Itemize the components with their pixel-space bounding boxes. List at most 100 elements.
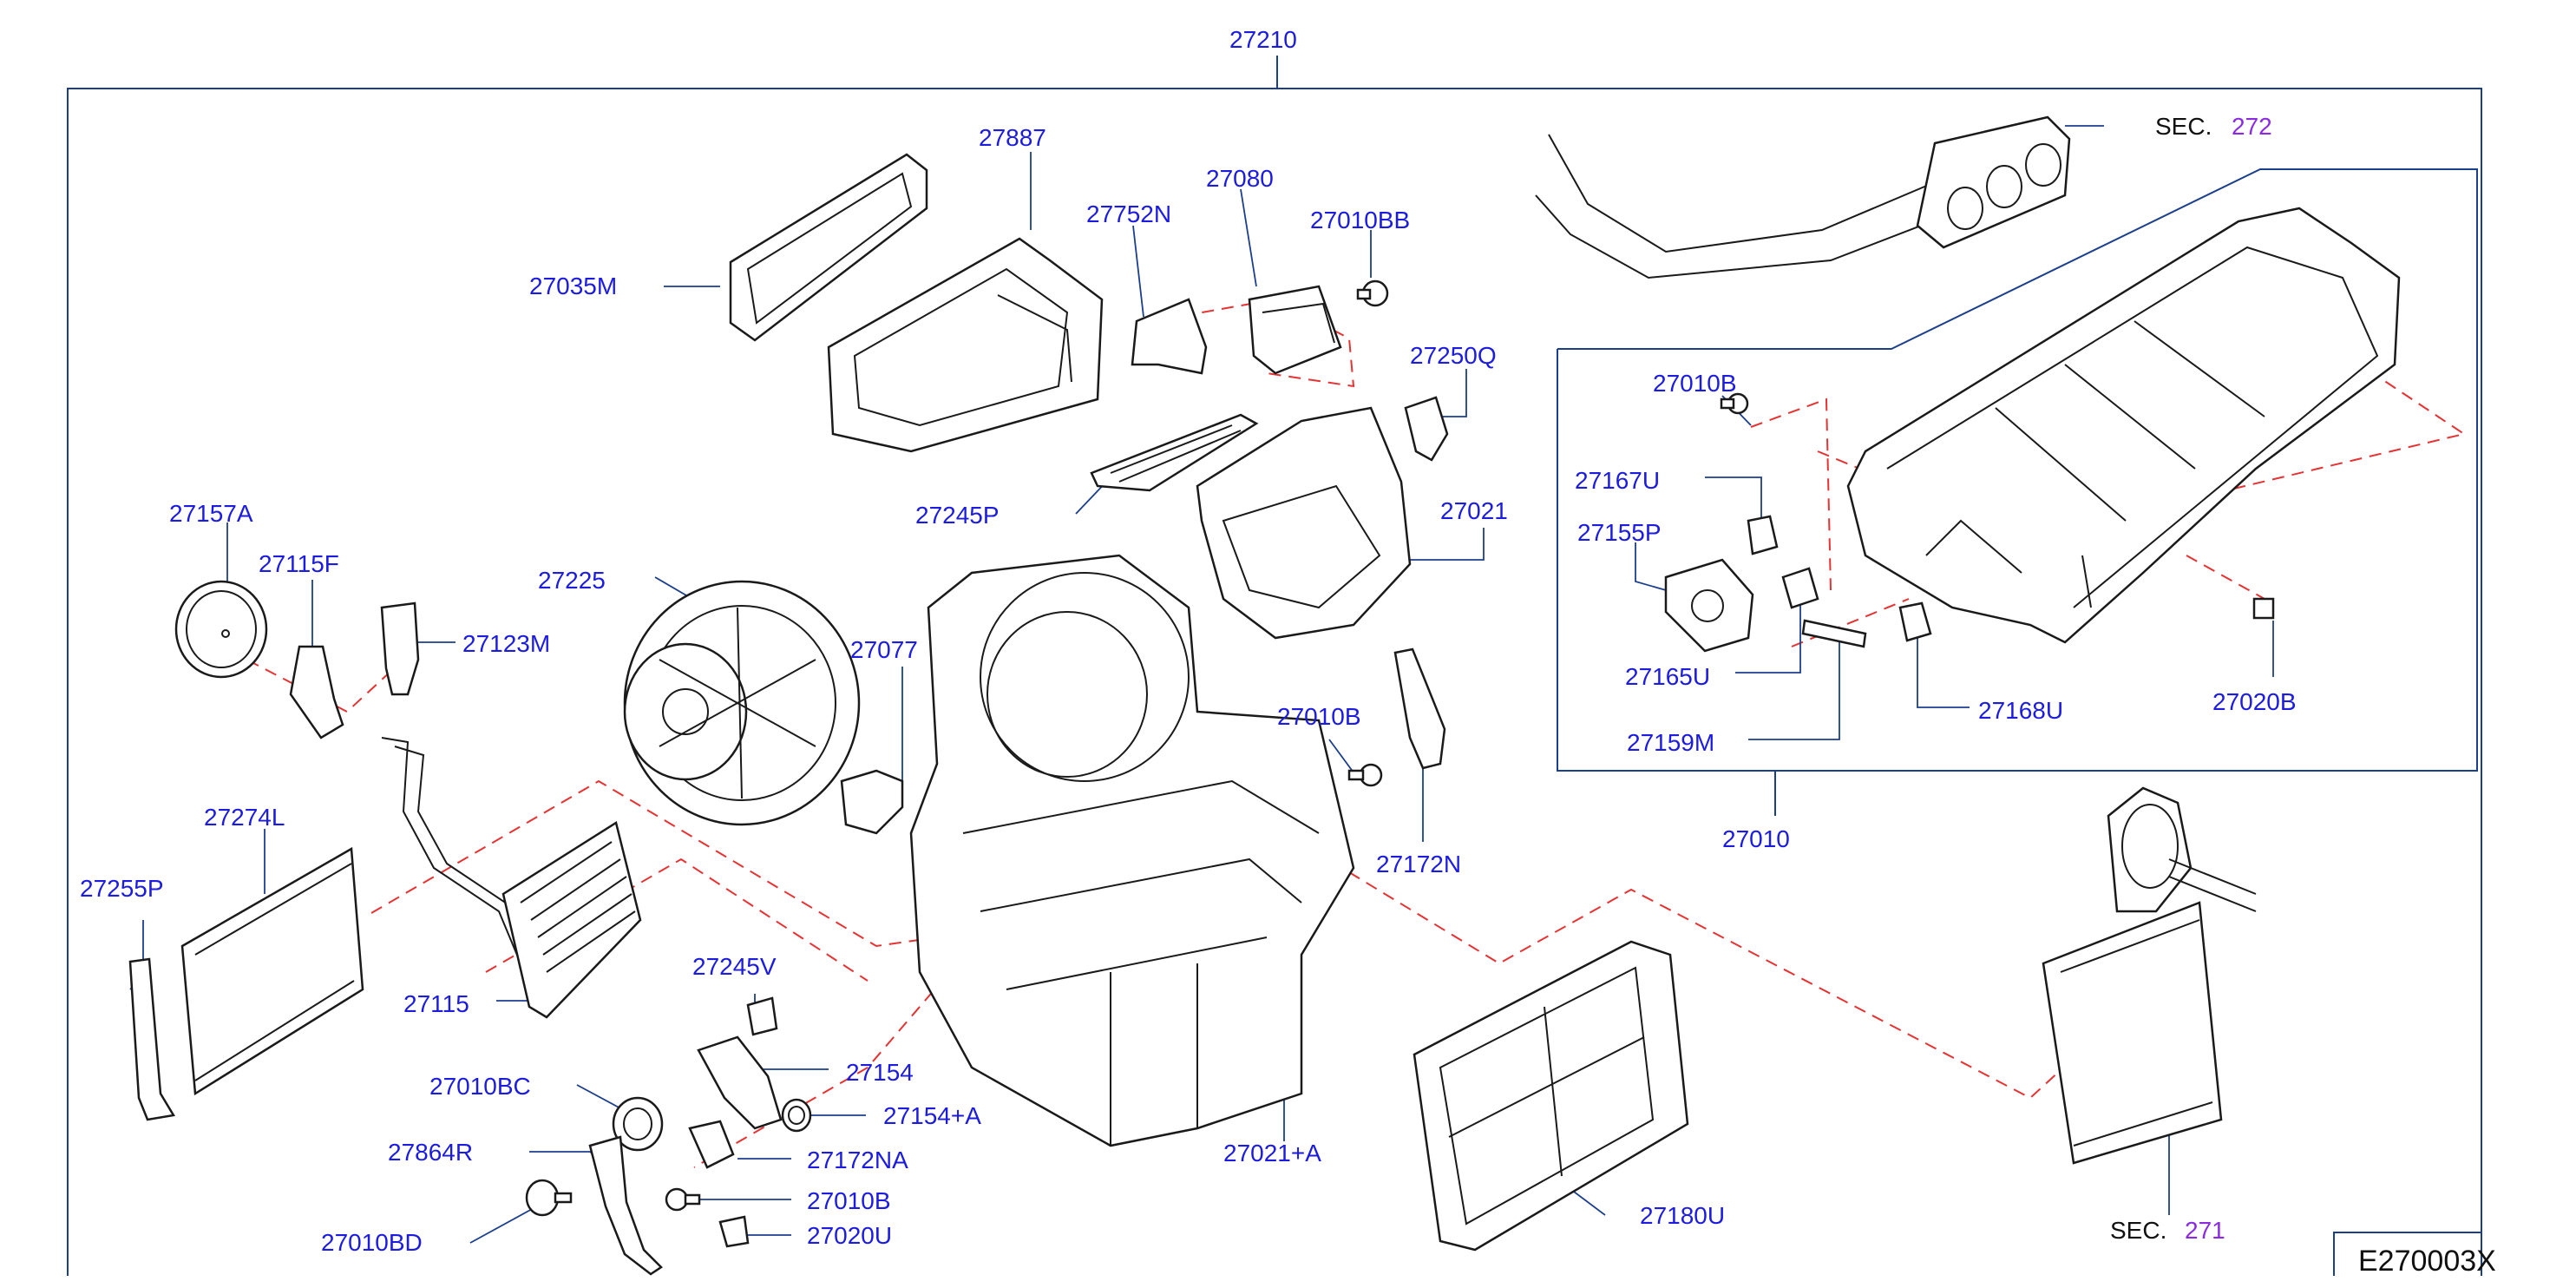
clip-27168u	[1898, 601, 1932, 642]
dash-line	[2186, 555, 2265, 600]
label-27165u[interactable]: 27165U	[1625, 663, 1711, 690]
label-27250q[interactable]: 27250Q	[1410, 342, 1497, 369]
label-27887[interactable]: 27887	[979, 124, 1046, 151]
blower-motor-27225	[623, 580, 861, 826]
bracket-27864r	[588, 1135, 663, 1276]
bracket-27752n	[1131, 298, 1208, 375]
sec-271-number[interactable]: 271	[2185, 1217, 2225, 1244]
clip-27020b	[2252, 597, 2275, 620]
dash-line	[2116, 372, 2467, 517]
link-27154	[697, 1035, 783, 1130]
label-27255p[interactable]: 27255P	[80, 875, 164, 902]
leader-line	[1735, 599, 1801, 674]
label-27010b-a[interactable]: 27010B	[1277, 703, 1361, 730]
label-27180u[interactable]: 27180U	[1640, 1202, 1726, 1229]
label-27168u[interactable]: 27168U	[1978, 697, 2064, 724]
label-27245v[interactable]: 27245V	[692, 953, 777, 980]
clip-27167u	[1747, 515, 1779, 555]
dash-line	[1750, 398, 1832, 591]
label-27155p[interactable]: 27155P	[1577, 519, 1662, 546]
heater-case-27021a	[909, 554, 1355, 1147]
label-27154a[interactable]: 27154+A	[883, 1102, 981, 1129]
label-27080[interactable]: 27080	[1206, 165, 1274, 192]
label-27172n[interactable]: 27172N	[1376, 851, 1462, 877]
leader-line	[1388, 528, 1485, 561]
lever-27172na	[688, 1120, 735, 1169]
leader-line	[529, 1151, 600, 1160]
label-27035m[interactable]: 27035M	[529, 273, 618, 299]
label-27159m[interactable]: 27159M	[1627, 729, 1715, 756]
clip-27245v	[746, 996, 778, 1036]
leader-line	[1917, 638, 1970, 708]
actuator-27080	[1248, 285, 1342, 375]
subassembly-label-27010[interactable]: 27010	[1722, 825, 1790, 852]
leader-line	[1240, 188, 1257, 287]
leader-line	[1748, 638, 1840, 740]
screw-27010bd	[525, 1179, 573, 1217]
label-27167u[interactable]: 27167U	[1575, 467, 1661, 494]
sec-272-prefix: SEC.	[2155, 113, 2212, 140]
label-27010b-c[interactable]: 27010B	[1653, 370, 1737, 397]
label-27010b-b[interactable]: 27010B	[807, 1187, 891, 1214]
label-27274l[interactable]: 27274L	[204, 804, 285, 831]
leader-line	[1570, 1188, 1606, 1216]
clip-27020u	[718, 1215, 750, 1248]
motor-27010bc	[612, 1096, 664, 1152]
gasket-27035m	[729, 153, 928, 342]
label-27010bc[interactable]: 27010BC	[429, 1073, 531, 1100]
gear-27154a	[781, 1098, 812, 1133]
screw-27010b-c	[1720, 392, 1749, 415]
label-27115f[interactable]: 27115F	[259, 550, 339, 577]
label-27021a[interactable]: 27021+A	[1223, 1140, 1321, 1166]
label-27864r[interactable]: 27864R	[388, 1139, 474, 1166]
dash-line	[1791, 598, 1910, 647]
label-27115[interactable]: 27115	[403, 990, 469, 1017]
screw-27010b-a	[1347, 763, 1383, 787]
label-27077[interactable]: 27077	[850, 636, 918, 663]
strip-27255p	[128, 957, 176, 1121]
control-panel-assembly	[1535, 115, 2071, 279]
rod-27159m	[1801, 619, 1867, 648]
cabin-filter-27274l	[180, 846, 364, 1096]
label-27154[interactable]: 27154	[846, 1059, 914, 1086]
label-27123m[interactable]: 27123M	[462, 630, 551, 657]
label-27752n[interactable]: 27752N	[1086, 200, 1172, 227]
leader-line	[1705, 476, 1762, 521]
assembly-frames	[67, 56, 2482, 1276]
diagram-code: E270003X	[2358, 1245, 2496, 1278]
label-27010bd[interactable]: 27010BD	[321, 1229, 423, 1256]
lever-27250q	[1404, 396, 1449, 462]
arm-27172n	[1393, 647, 1446, 770]
leader-line	[1635, 542, 1667, 591]
main-frame	[67, 88, 2482, 1276]
top-assembly-label: 27210	[1229, 26, 1297, 53]
label-27010bb[interactable]: 27010BB	[1310, 207, 1411, 233]
sec-272-number[interactable]: 272	[2232, 113, 2272, 140]
dash-line	[229, 650, 404, 713]
leader-line	[469, 1207, 534, 1244]
module-27077	[840, 769, 904, 835]
hvac-housing-27010	[1846, 207, 2401, 644]
subassembly-frame	[1557, 168, 2478, 772]
label-27225[interactable]: 27225	[538, 567, 606, 594]
label-27021[interactable]: 27021	[1440, 497, 1508, 524]
sec-271-prefix: SEC.	[2110, 1217, 2167, 1244]
label-27172na[interactable]: 27172NA	[807, 1147, 908, 1173]
sensor-27123m	[380, 601, 420, 696]
dash-line	[693, 976, 947, 1168]
label-27245p[interactable]: 27245P	[915, 502, 1000, 529]
blower-case-27021	[1196, 406, 1412, 640]
foam-disc-27157a	[174, 580, 268, 679]
label-27020u[interactable]: 27020U	[807, 1222, 893, 1249]
code-box-frame	[2333, 1232, 2481, 1276]
dash-line	[485, 858, 868, 982]
parts	[128, 115, 2401, 1276]
door-27245p	[1090, 413, 1259, 492]
louver-27180u	[1413, 940, 1689, 1252]
motor-27155p	[1664, 558, 1754, 653]
label-27020b[interactable]: 27020B	[2212, 688, 2297, 715]
label-27157a[interactable]: 27157A	[169, 500, 253, 527]
bracket-27115f	[289, 645, 344, 739]
link-27165u	[1781, 567, 1819, 609]
